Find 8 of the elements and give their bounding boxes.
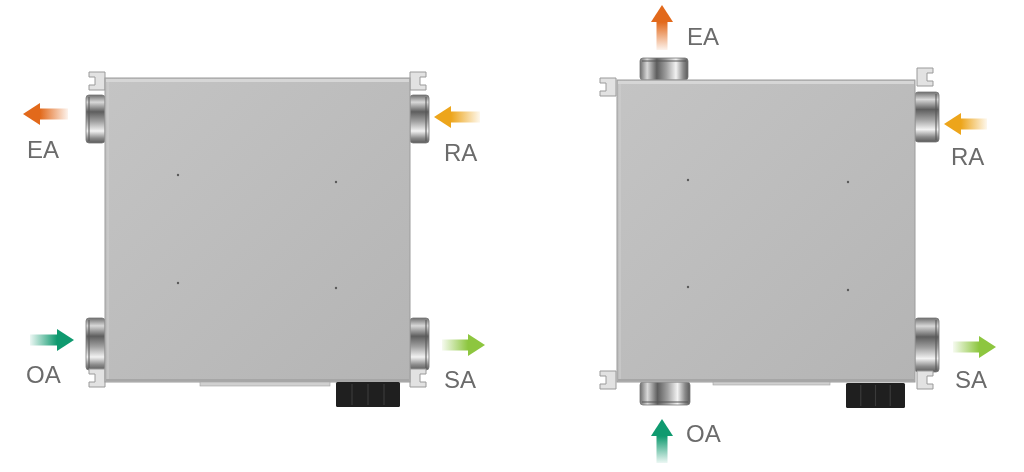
airflow-label: RA — [444, 141, 478, 165]
airflow-label: OA — [26, 363, 61, 387]
airflow-label: SA — [444, 368, 476, 392]
airflow-label: EA — [687, 25, 719, 49]
airflow-label: RA — [951, 145, 985, 169]
airflow-label: EA — [27, 138, 59, 162]
airflow-label: OA — [686, 422, 721, 446]
airflow-label: SA — [955, 368, 987, 392]
